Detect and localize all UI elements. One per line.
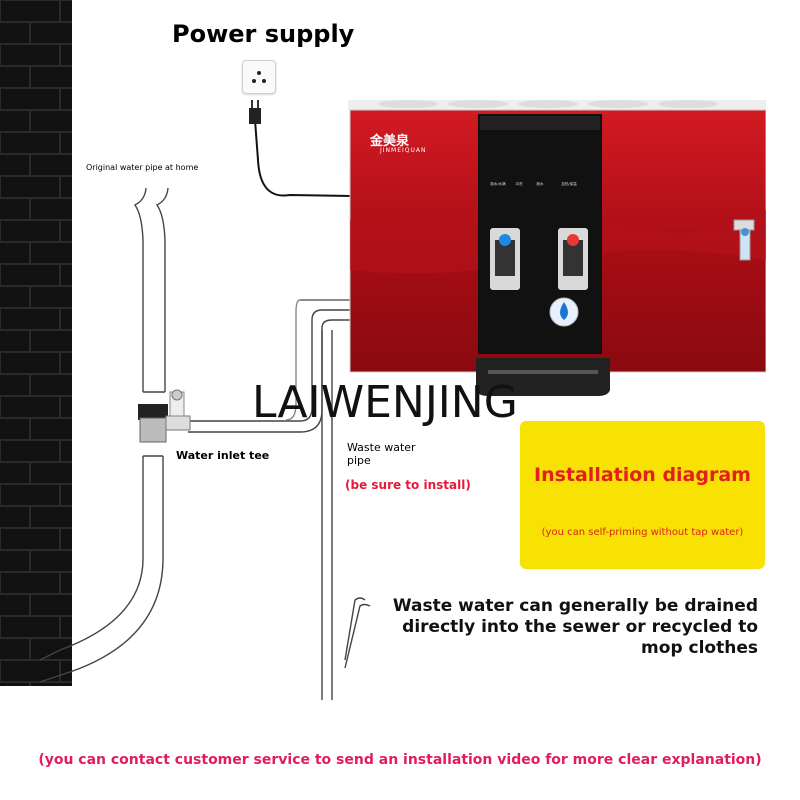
brand-subtitle: JINMEIQUAN: [380, 147, 427, 154]
indicator-label: 制水/水满: [490, 182, 506, 186]
water-purifier: [348, 100, 766, 396]
water-tap-icon: [733, 219, 755, 261]
power-socket-icon: [242, 60, 276, 94]
power-cable: [254, 119, 353, 197]
installation-box: Installation diagram (you can self-primi…: [520, 421, 765, 569]
indicator-label: 冲洗: [515, 182, 523, 186]
home-pipe-upper: [133, 187, 147, 392]
original-pipe-label: Original water pipe at home: [86, 163, 199, 172]
installation-subtitle: (you can self-priming without tap water): [541, 527, 744, 538]
inlet-tee-fitting: [138, 389, 191, 443]
brick-wall-icon: [0, 0, 72, 686]
power-supply-title: Power supply: [172, 20, 355, 48]
contact-note: (you can contact customer service to sen…: [38, 752, 762, 768]
inlet-tee-label: Water inlet tee: [176, 449, 270, 462]
installation-title: Installation diagram: [534, 464, 751, 486]
plug-icon: [249, 100, 261, 124]
watermark: LAIWENJING: [252, 377, 518, 428]
be-sure-label: (be sure to install): [345, 478, 471, 492]
indicator-label: 缺水: [536, 182, 544, 186]
waste-pipe-label: Waste water pipe: [347, 441, 416, 467]
brand-logo: 金美泉: [370, 134, 410, 149]
indicator-label: 加热/保温: [561, 182, 577, 186]
home-pipe-lower: [39, 456, 144, 661]
drain-note: Waste water can generally be drained dir…: [392, 596, 758, 658]
inlet-hose: [188, 309, 352, 422]
